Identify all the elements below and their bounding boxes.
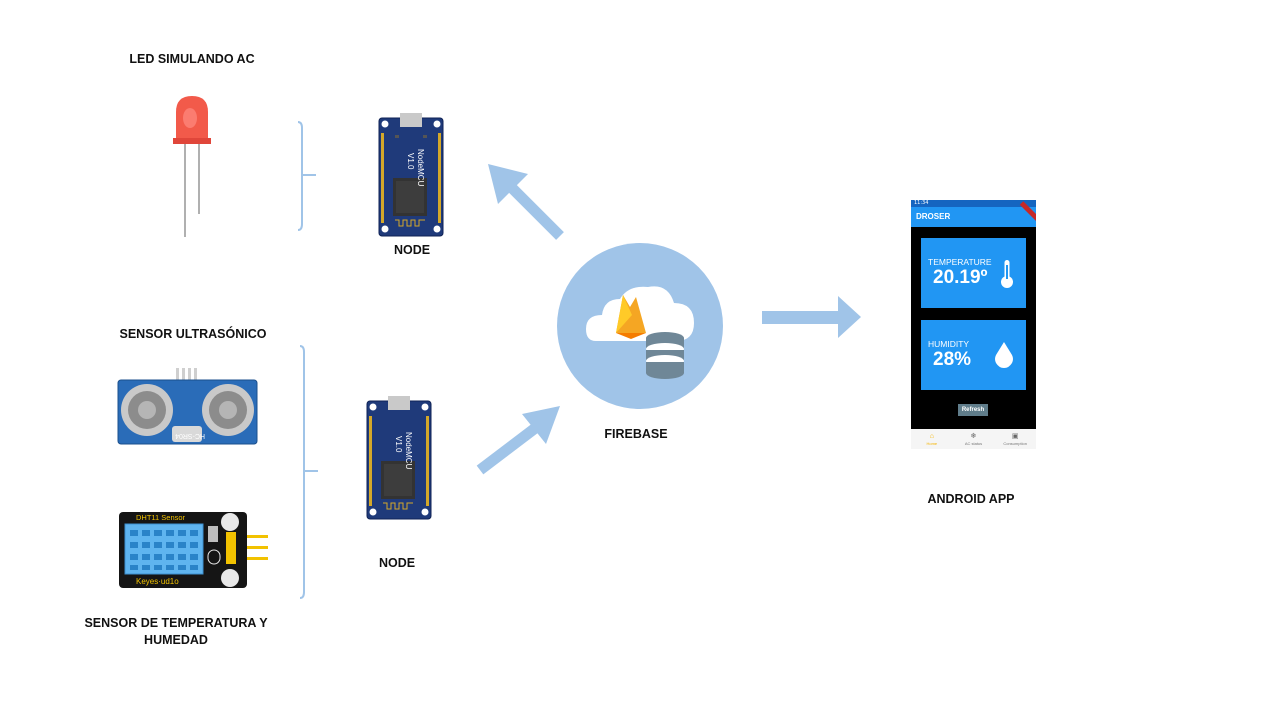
nodemcu-model-text-bottom: NodeMCU [404,432,413,470]
led-image [173,96,211,237]
nav-ac-status[interactable]: ❄AC status [953,429,993,449]
water-drop-icon [995,342,1013,368]
bottom-nav: ⌂Home ❄AC status ▣Consumption [911,429,1036,449]
led-bracket [297,121,316,231]
ultrasonic-sensor-image: HC-SR04 [117,368,258,445]
app-bar: DROSER [911,201,1036,227]
nav-home-label: Home [926,440,938,446]
status-bar: 11:34 [911,200,1036,207]
nav-consumption-label: Consumption [1003,440,1027,446]
dht-brand-text: Keyes·ud1o [136,577,179,586]
humidity-label: HUMIDITY [928,339,970,349]
status-time: 11:34 [914,200,929,206]
node-bottom-label: NODE [378,556,416,570]
thermometer-icon [1001,260,1013,288]
dht-title-text: DHT11 Sensor [136,513,186,522]
android-app-screenshot: 11:34 DROSER TEMPERATURE 20.19º HUMIDITY… [911,200,1036,449]
database-icon [646,332,684,379]
snowflake-icon: ❄ [970,432,977,440]
consumption-icon: ▣ [1011,432,1019,440]
nodemcu-board-top: NodeMCU V1.0 [378,113,444,237]
firebase-cloud-icon [557,243,723,409]
firebase-label: FIREBASE [604,427,668,441]
temperature-label: TEMPERATURE [928,257,992,267]
nav-home[interactable]: ⌂Home [912,429,952,449]
android-label: ANDROID APP [927,492,1015,506]
nav-ac-status-label: AC status [964,440,983,446]
ultrasonic-part-text: HC-SR04 [175,432,205,439]
app-title: DROSER [916,212,951,221]
home-icon: ⌂ [929,432,934,440]
humidity-card: HUMIDITY 28% [921,320,1026,390]
nodemcu-board-bottom: NodeMCU V1.0 [366,396,432,520]
arrow-to-app [762,296,861,338]
refresh-button[interactable]: Refresh [958,404,988,416]
nodemcu-model-text-top: NodeMCU [416,149,425,187]
nodemcu-version-text-top: V1.0 [406,153,415,170]
dht-label: SENSOR DE TEMPERATURA Y HUMEDAD [84,616,268,647]
arrow-from-bottom-node [476,406,560,475]
dht-sensor-image: DHT11 Sensor Keyes·ud1o [119,512,268,588]
nav-consumption[interactable]: ▣Consumption [995,429,1035,449]
humidity-value: 28% [933,349,972,370]
arrow-to-top-node [488,164,564,240]
temperature-value: 20.19º [933,267,988,288]
node-top-label: NODE [393,243,431,257]
sensors-bracket [299,345,318,599]
ultrasonic-label: SENSOR ULTRASÓNICO [119,327,267,341]
temperature-card: TEMPERATURE 20.19º [921,238,1026,308]
led-label: LED SIMULANDO AC [129,52,255,66]
nodemcu-version-text-bottom: V1.0 [394,436,403,453]
